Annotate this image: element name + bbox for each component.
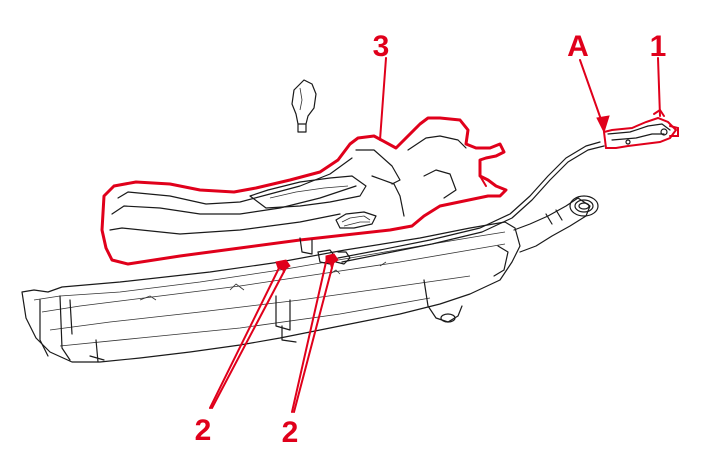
cable-end-bracket	[602, 108, 679, 149]
callout-a: A	[567, 30, 589, 63]
centre-console-trim	[100, 116, 508, 266]
leader-2-left-a	[209, 265, 281, 409]
callout-2-left: 2	[195, 414, 212, 447]
callout-3: 3	[373, 30, 390, 63]
leader-2-right-b	[293, 259, 335, 413]
callout-2-right: 2	[282, 416, 299, 449]
leader-1	[657, 57, 661, 117]
gear-knob	[291, 79, 317, 133]
leader-3	[379, 57, 387, 141]
leader-2-left-b	[211, 263, 289, 409]
floor-tunnel-frame	[21, 221, 521, 363]
leader-a	[579, 59, 605, 129]
callout-labels: 3 A 1 2 2	[195, 30, 667, 449]
leader-a-arrowhead	[596, 115, 610, 134]
callout-1: 1	[650, 30, 667, 63]
leader-lines	[209, 57, 661, 413]
clip-right	[325, 253, 339, 265]
filler-neck	[513, 195, 599, 253]
leader-2-right-a	[291, 261, 327, 413]
